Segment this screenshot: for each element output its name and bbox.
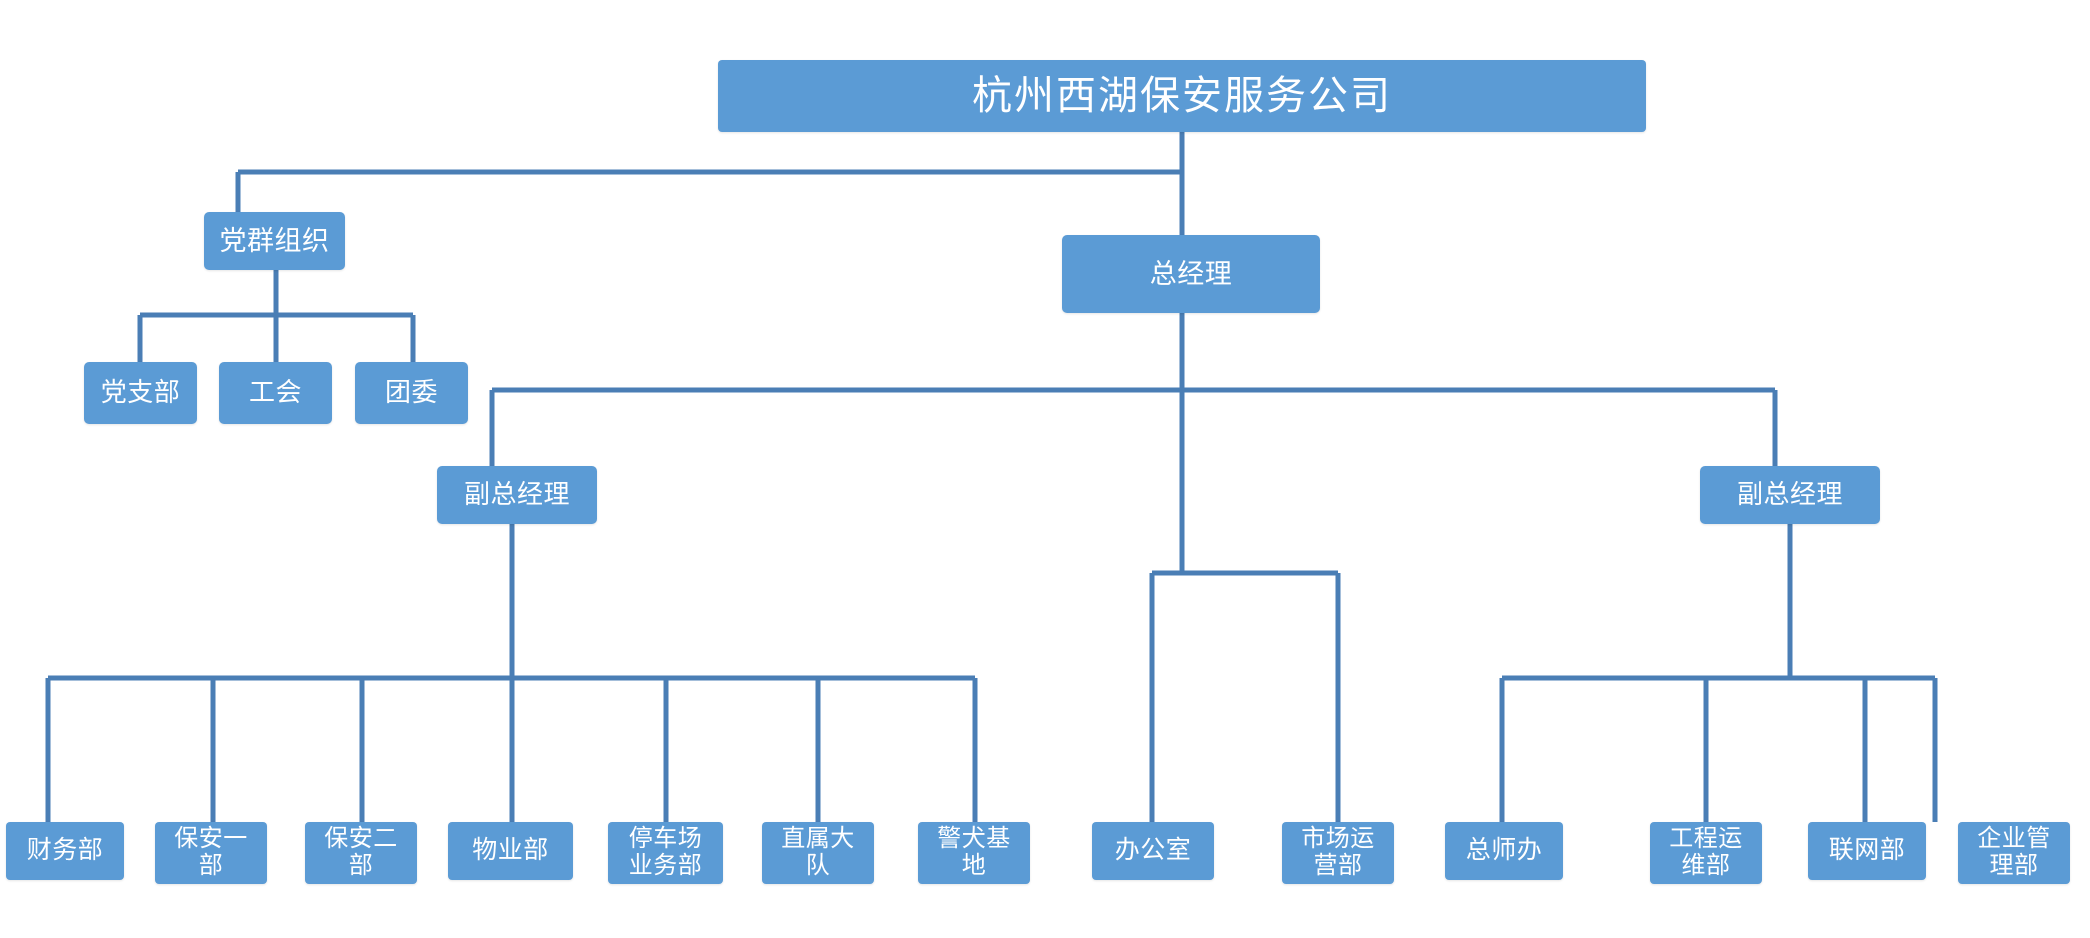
node-party-branch[interactable]: 党支部: [84, 362, 197, 424]
node-property[interactable]: 物业部: [448, 822, 573, 880]
node-finance[interactable]: 财务部: [6, 822, 124, 880]
node-labor-union[interactable]: 工会: [219, 362, 332, 424]
node-parking[interactable]: 停车场 业务部: [608, 822, 723, 884]
node-office[interactable]: 办公室: [1092, 822, 1214, 880]
node-general-manager[interactable]: 总经理: [1062, 235, 1320, 313]
node-root[interactable]: 杭州西湖保安服务公司: [718, 60, 1646, 132]
node-chief-engineer-office[interactable]: 总师办: [1445, 822, 1563, 880]
node-market-ops[interactable]: 市场运 营部: [1282, 822, 1394, 884]
node-dog-base[interactable]: 警犬基 地: [918, 822, 1030, 884]
node-enterprise-mgmt[interactable]: 企业管 理部: [1958, 822, 2070, 884]
node-network-dept[interactable]: 联网部: [1808, 822, 1926, 880]
node-engineering-ops[interactable]: 工程运 维部: [1650, 822, 1762, 884]
node-security-2[interactable]: 保安二 部: [305, 822, 417, 884]
node-deputy-gm-left[interactable]: 副总经理: [437, 466, 597, 524]
node-security-1[interactable]: 保安一 部: [155, 822, 267, 884]
node-youth-league[interactable]: 团委: [355, 362, 468, 424]
node-direct-brigade[interactable]: 直属大 队: [762, 822, 874, 884]
node-party-group[interactable]: 党群组织: [204, 212, 345, 270]
node-deputy-gm-right[interactable]: 副总经理: [1700, 466, 1880, 524]
